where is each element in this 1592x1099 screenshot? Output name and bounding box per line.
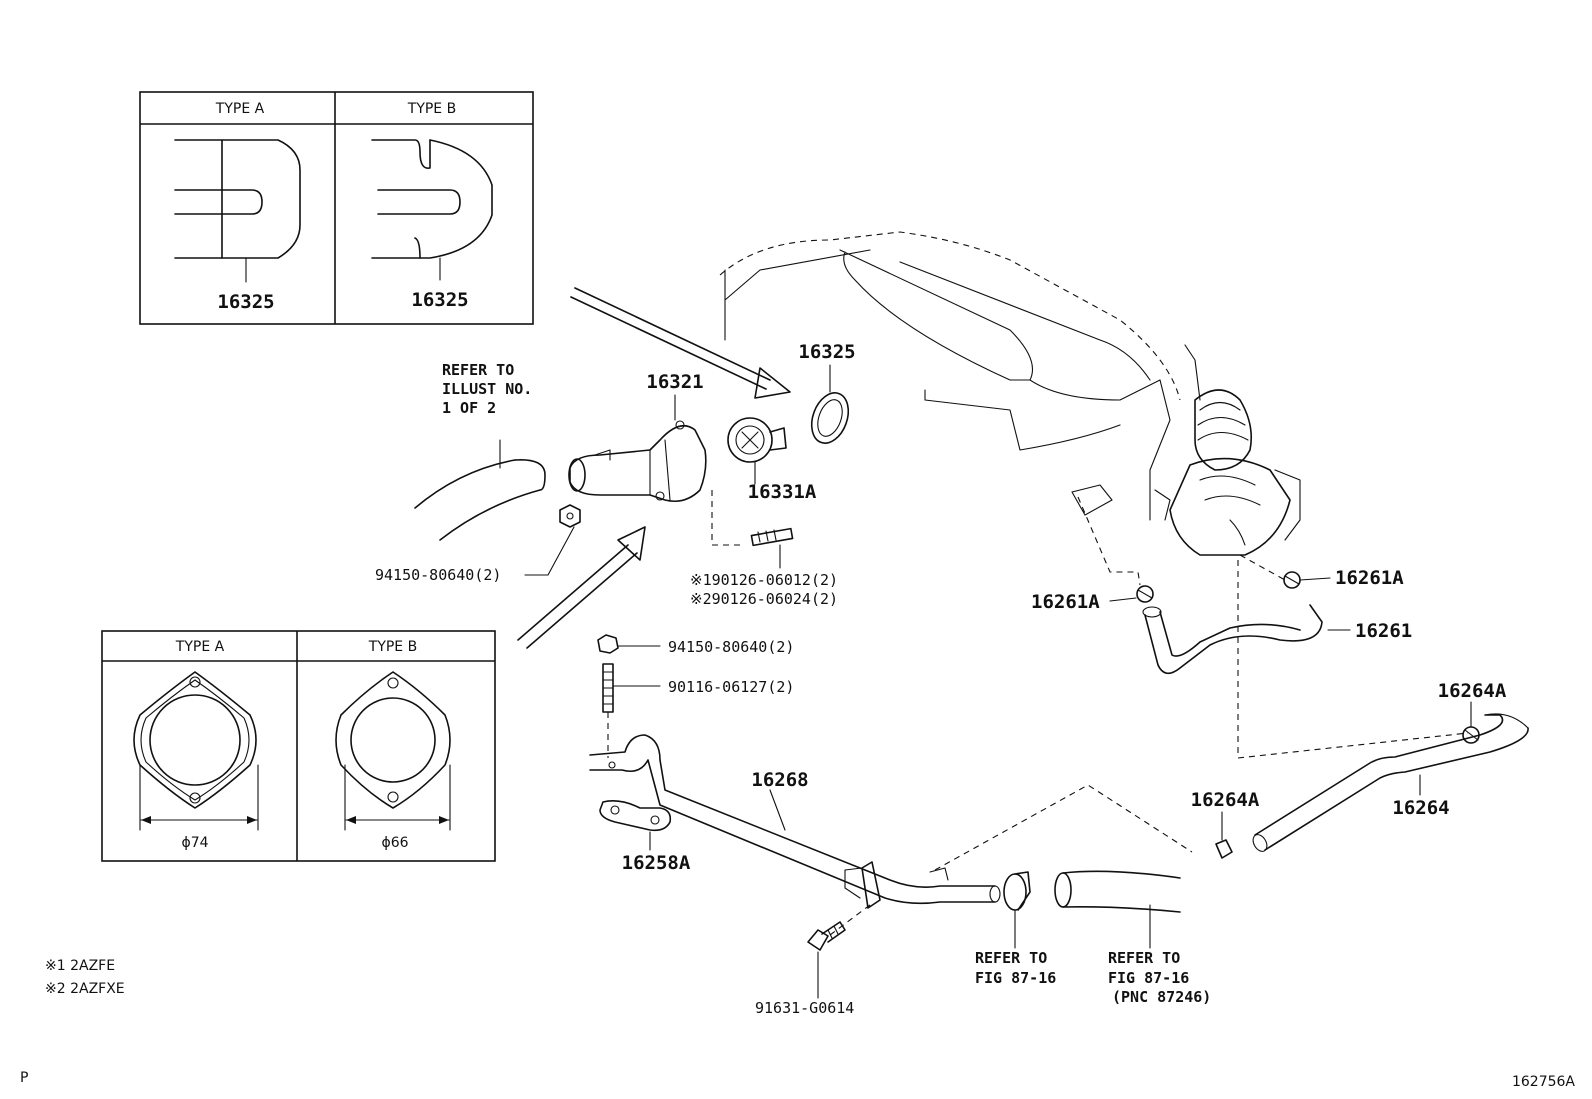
- clamp-16261A-right: [1239, 554, 1331, 589]
- inset-bottom-frame: [101, 630, 496, 862]
- part-16321: 16321: [646, 371, 703, 393]
- part-stud-2: ※290126-06024(2): [690, 590, 838, 608]
- inset-top-part-a: 16325: [217, 291, 274, 313]
- part-16264: 16264: [1392, 797, 1449, 819]
- assembly-arrow-top: [570, 287, 791, 399]
- refer-fig1-line-1: REFER TO: [975, 949, 1047, 967]
- refer-fig2-line-3: (PNC 87246): [1112, 988, 1211, 1006]
- inset-top-type-a-label: TYPE A: [215, 101, 265, 117]
- inset-bottom-type-a-label: TYPE A: [175, 639, 225, 655]
- refer-line-2: ILLUST NO.: [442, 380, 532, 398]
- hose-16264: [1237, 560, 1529, 852]
- part-91631-bolt: 91631-G0614: [755, 999, 854, 1017]
- diameter-b: ϕ66: [381, 835, 408, 851]
- clamp-16264A-mid: [1215, 811, 1233, 859]
- seal-16325: [810, 364, 850, 444]
- clamp-16264A-top: [1462, 701, 1480, 744]
- throttle-body: [1154, 344, 1301, 556]
- part-16331A: 16331A: [748, 481, 817, 503]
- refer-line-1: REFER TO: [442, 361, 514, 379]
- part-16264A-top: 16264A: [1438, 680, 1507, 702]
- part-16261A-left: 16261A: [1031, 591, 1100, 613]
- gasket-type-b: [335, 671, 451, 831]
- inset-top: TYPE A TYPE B 16325 16325: [139, 91, 534, 325]
- inset-top-part-b: 16325: [411, 289, 468, 311]
- part-16258A: 16258A: [622, 852, 691, 874]
- footnote-1: ※1 2AZFE: [45, 958, 115, 974]
- nut-94150-upper: [524, 504, 581, 576]
- gasket-type-a: [133, 671, 259, 831]
- nut-94150-lower: [597, 634, 661, 654]
- refer-fig2-line-1: REFER TO: [1108, 949, 1180, 967]
- inset-top-type-b-label: TYPE B: [407, 101, 456, 117]
- bypass-pipe-16268: [589, 734, 1001, 909]
- upper-radiator-hose: [414, 439, 546, 541]
- figure-id: 162756A: [1512, 1074, 1575, 1090]
- part-16261: 16261: [1355, 620, 1412, 642]
- part-16268: 16268: [751, 769, 808, 791]
- part-stud-1: ※190126-06012(2): [690, 571, 838, 589]
- inset-bottom-type-b-label: TYPE B: [368, 639, 417, 655]
- inset-top-frame: [139, 91, 534, 325]
- part-90116-stud: 90116-06127(2): [668, 678, 794, 696]
- hose-clamp-fig87: [1003, 871, 1031, 949]
- refer-fig-1-note: REFER TO FIG 87-16: [975, 949, 1056, 987]
- seal-type-b: [371, 139, 493, 281]
- diameter-a: ϕ74: [181, 835, 208, 851]
- part-16264A-mid: 16264A: [1191, 789, 1260, 811]
- inset-bottom: TYPE A TYPE B ϕ74 ϕ66: [101, 630, 496, 862]
- hose-16261: [1071, 484, 1351, 675]
- refer-fig-2-note: REFER TO FIG 87-16 (PNC 87246): [1108, 949, 1211, 1006]
- part-16261A-right: 16261A: [1335, 567, 1404, 589]
- refer-fig1-line-2: FIG 87-16: [975, 969, 1056, 987]
- assembly-arrow-bottom: [517, 526, 646, 649]
- water-inlet-16321: [568, 420, 707, 503]
- refer-illust-note: REFER TO ILLUST NO. 1 OF 2: [442, 361, 532, 417]
- bolt-91631: [807, 904, 871, 999]
- part-94150-nut-2: 94150-80640(2): [668, 638, 794, 656]
- part-94150-nut-1: 94150-80640(2): [375, 566, 501, 584]
- seal-type-a: [174, 139, 301, 283]
- stud-90116: [602, 663, 661, 758]
- clamp-16261A-left: [1109, 585, 1154, 603]
- part-16325: 16325: [798, 341, 855, 363]
- refer-fig2-line-2: FIG 87-16: [1108, 969, 1189, 987]
- footnote-2: ※2 2AZFXE: [45, 981, 125, 997]
- water-hose-fig87: [934, 784, 1193, 949]
- corner-mark: P: [20, 1070, 28, 1086]
- thermostat-16331A: [727, 417, 787, 485]
- engine-block-outline: [719, 231, 1181, 521]
- stud-inlet: [711, 490, 794, 569]
- gasket-16258A: [599, 800, 672, 851]
- refer-line-3: 1 OF 2: [442, 399, 496, 417]
